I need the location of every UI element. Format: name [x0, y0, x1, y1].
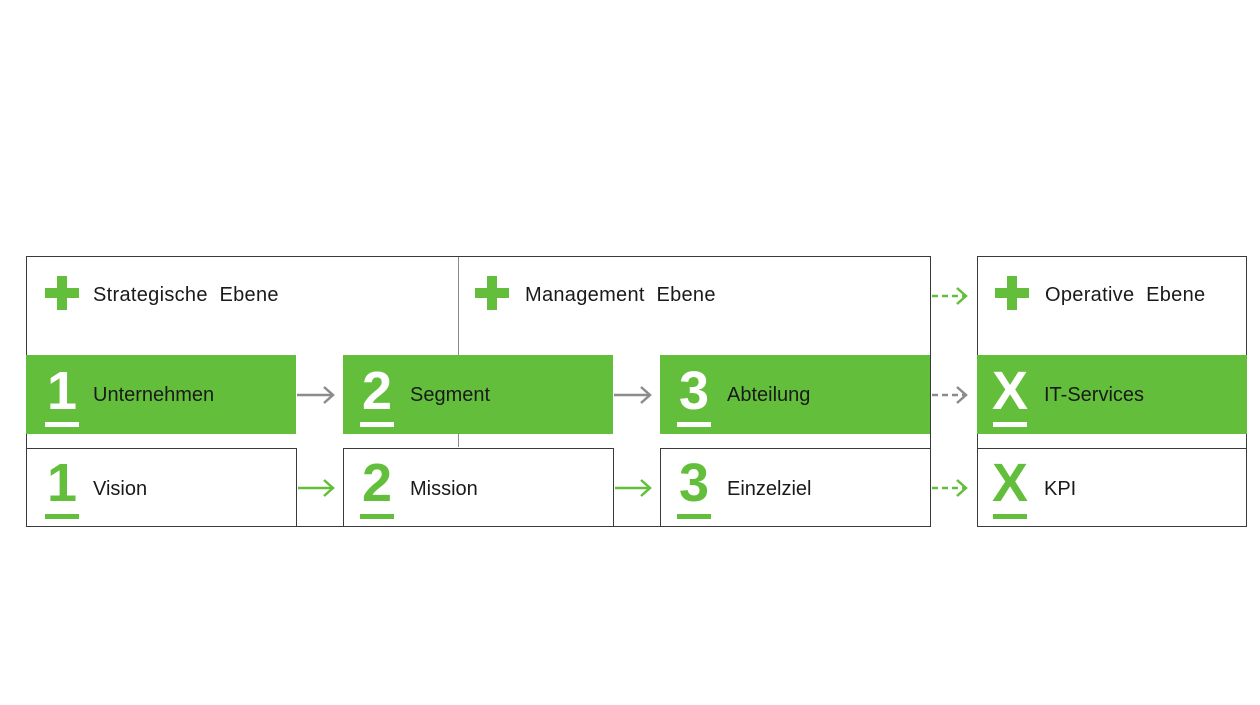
- plus-icon: [475, 276, 509, 310]
- box-label: KPI: [1044, 478, 1077, 500]
- number-badge: 3: [675, 363, 713, 429]
- box-label: IT-Services: [1044, 384, 1145, 406]
- box-label: Vision: [93, 478, 148, 500]
- number-badge: 1: [43, 363, 81, 429]
- green-box-3: 3 Abteilung: [660, 355, 930, 434]
- operative-level-label: Operative Ebene: [1045, 284, 1206, 306]
- number-badge: X: [991, 455, 1029, 521]
- dashed-arrow-right-icon: [932, 287, 968, 305]
- dashed-arrow-right-icon: [932, 386, 968, 404]
- white-box-x: X KPI: [977, 448, 1247, 527]
- arrow-right-icon: [614, 386, 652, 404]
- box-label: Mission: [410, 478, 478, 500]
- box-label: Abteilung: [727, 384, 811, 406]
- arrow-right-icon: [297, 386, 335, 404]
- white-box-1: 1 Vision: [26, 448, 297, 527]
- number-badge: 1: [43, 455, 81, 521]
- green-box-x: X IT-Services: [977, 355, 1247, 434]
- green-box-1: 1 Unternehmen: [26, 355, 296, 434]
- plus-icon: [995, 276, 1029, 310]
- number-badge: 3: [675, 455, 713, 521]
- box-label: Einzelziel: [727, 478, 812, 500]
- number-badge: X: [991, 363, 1029, 429]
- number-badge: 2: [358, 455, 396, 521]
- plus-icon: [45, 276, 79, 310]
- box-label: Segment: [410, 384, 491, 406]
- white-box-2: 2 Mission: [343, 448, 614, 527]
- green-box-2: 2 Segment: [343, 355, 613, 434]
- white-box-3: 3 Einzelziel: [660, 448, 931, 527]
- box-label: Unternehmen: [93, 384, 215, 406]
- dashed-arrow-right-icon: [932, 479, 968, 497]
- level-divider: [458, 257, 459, 447]
- management-level-label: Management Ebene: [525, 284, 716, 306]
- strategic-level-label: Strategische Ebene: [93, 284, 279, 306]
- arrow-right-icon: [615, 479, 652, 497]
- arrow-right-icon: [298, 479, 335, 497]
- number-badge: 2: [358, 363, 396, 429]
